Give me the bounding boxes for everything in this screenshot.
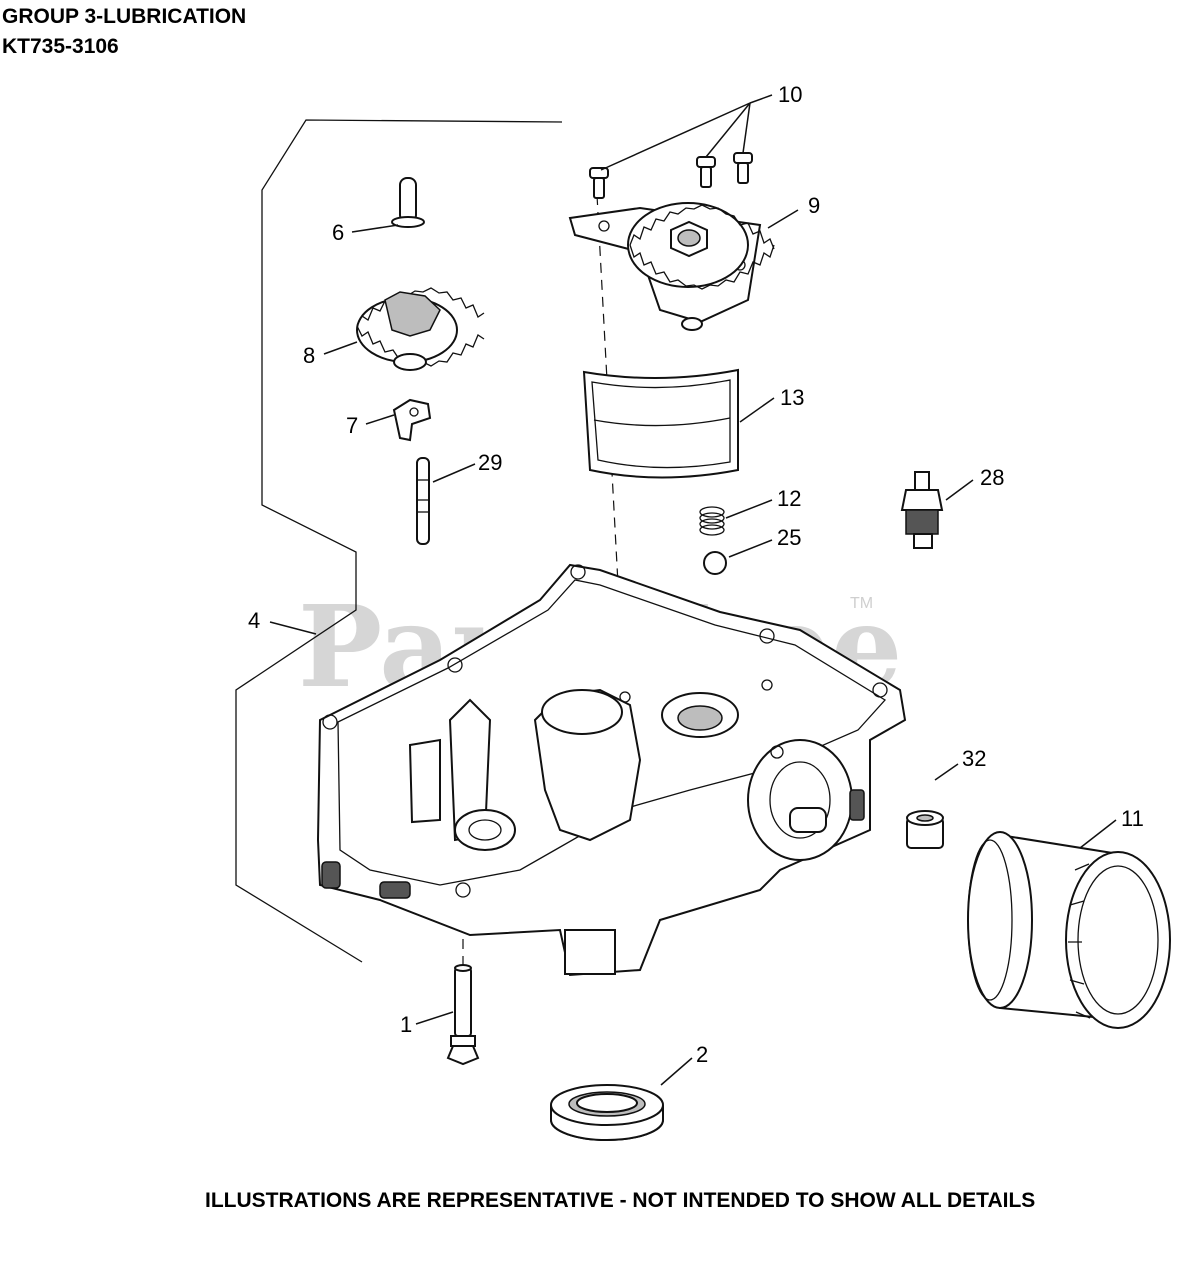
relief-spring-part-12 xyxy=(699,506,725,536)
governor-gear-part-8 xyxy=(356,287,485,371)
callout-29: 29 xyxy=(478,450,502,475)
oil-filter-part-11 xyxy=(967,831,1171,1029)
callout-2: 2 xyxy=(696,1042,708,1067)
leader-lines xyxy=(269,94,1117,1086)
oil-pump-part-9 xyxy=(568,202,775,331)
callout-6: 6 xyxy=(332,220,344,245)
disclaimer-footer: ILLUSTRATIONS ARE REPRESENTATIVE - NOT I… xyxy=(205,1189,1036,1212)
oil-pan-part-4 xyxy=(316,563,907,977)
watermark-trademark: TM xyxy=(850,595,873,612)
check-ball-part-25 xyxy=(703,551,727,575)
callout-numbers: 10 9 6 8 13 7 29 12 25 28 4 32 11 1 2 xyxy=(248,82,1144,1067)
callout-4: 4 xyxy=(248,608,260,633)
shaft-pin-part-6 xyxy=(391,177,425,228)
oil-screen-part-13 xyxy=(582,368,739,479)
callout-9: 9 xyxy=(808,193,820,218)
callout-8: 8 xyxy=(303,343,315,368)
model-number: KT735-3106 xyxy=(2,35,119,58)
oil-pressure-switch-part-28 xyxy=(900,471,944,549)
sleeve-part-32 xyxy=(906,810,944,849)
callout-12: 12 xyxy=(777,486,801,511)
callout-1: 1 xyxy=(400,1012,412,1037)
callout-10: 10 xyxy=(778,82,802,107)
regulator-shaft-part-29 xyxy=(416,457,430,545)
screw-part-10 xyxy=(589,152,753,199)
callout-11: 11 xyxy=(1121,806,1144,831)
callout-7: 7 xyxy=(346,413,358,438)
flyweight-lever-part-7 xyxy=(392,398,432,442)
callout-13: 13 xyxy=(780,385,804,410)
alignment-line xyxy=(596,194,635,881)
group-bracket-outline xyxy=(235,119,563,963)
callout-28: 28 xyxy=(980,465,1004,490)
callout-25: 25 xyxy=(777,525,801,550)
callout-32: 32 xyxy=(962,746,986,771)
page-title: GROUP 3-LUBRICATION xyxy=(2,5,247,28)
bolt-part-1 xyxy=(446,964,480,1066)
oil-seal-part-2 xyxy=(550,1084,664,1141)
